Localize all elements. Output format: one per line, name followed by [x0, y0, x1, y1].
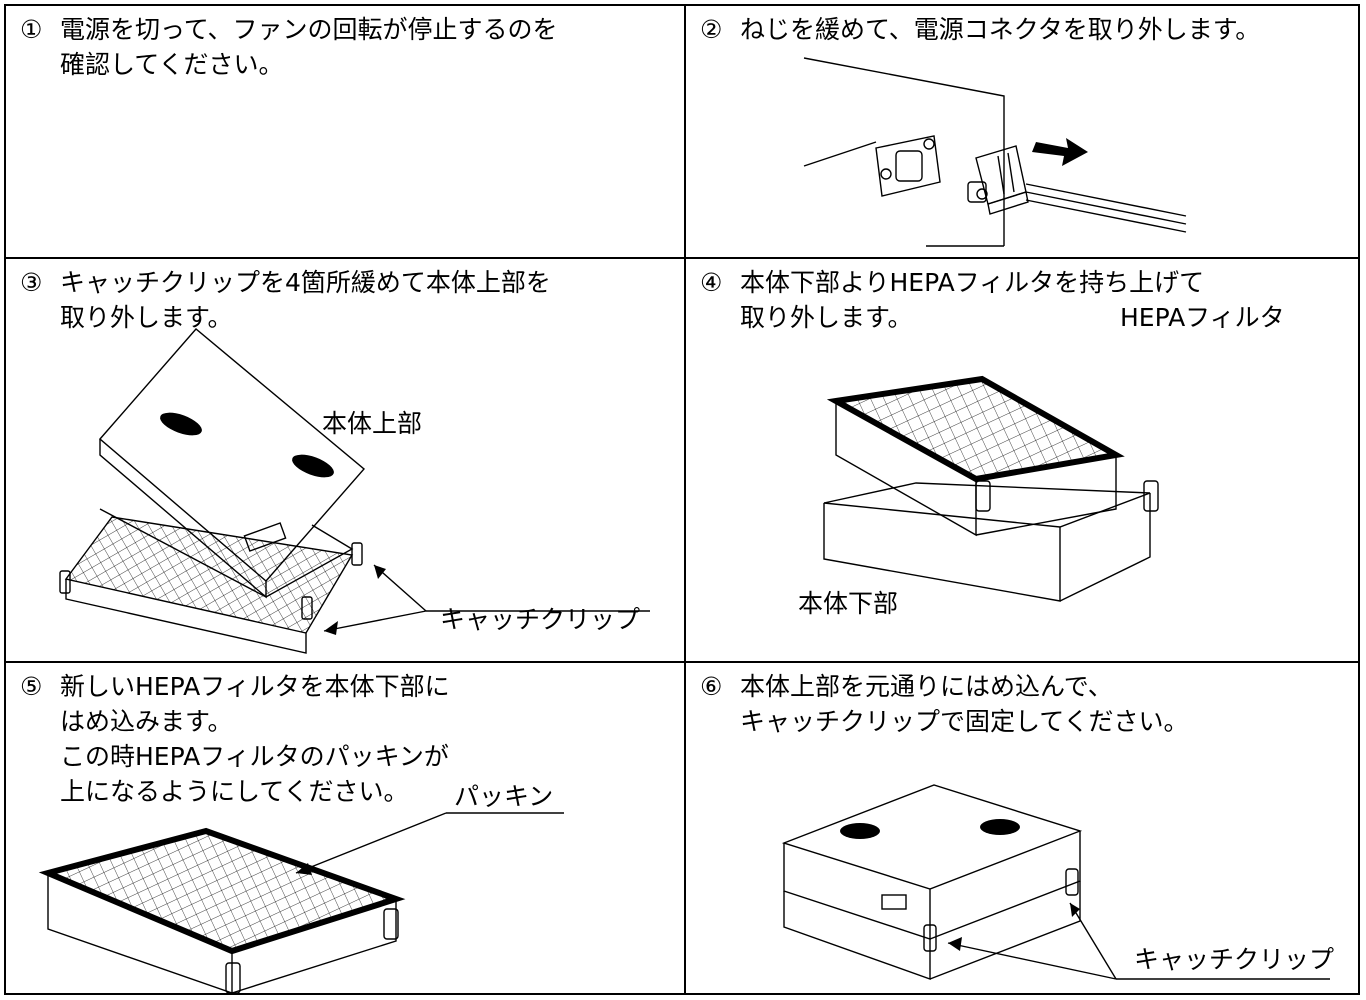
remove-hepa-filter-illustration [823, 375, 1159, 602]
column-divider [684, 6, 686, 993]
step-1-text: ① 電源を切って、ファンの回転が停止するのを 確認してください。 [20, 12, 558, 82]
step-2-number: ② [700, 15, 723, 44]
step-6-number: ⑥ [700, 672, 723, 701]
lower-body-label: 本体下部 [798, 589, 899, 618]
step-3-text: ③ キャッチクリップを4箇所緩めて本体上部を 取り外します。 [20, 265, 551, 335]
upper-body-label: 本体上部 [322, 409, 423, 438]
insert-new-filter-illustration [38, 812, 564, 994]
step-2-line-1: ねじを緩めて、電源コネクタを取り外します。 [740, 15, 1261, 44]
step-4-cell: ④ 本体下部よりHEPAフィルタを持ち上げて 取り外します。 HEPAフィルタ 本… [686, 259, 1360, 661]
step-3-cell: ③ キャッチクリップを4箇所緩めて本体上部を 取り外します。 [6, 259, 684, 661]
packing-label: パッキン [454, 782, 554, 811]
step-2-cell: ② ねじを緩めて、電源コネクタを取り外します。 [686, 6, 1360, 257]
step-5-line-4: 上になるようにしてください。 [60, 777, 409, 806]
step-6-line-1: 本体上部を元通りにはめ込んで、 [740, 672, 1113, 701]
catch-clip-label: キャッチクリップ [440, 605, 641, 634]
step-3-number: ③ [20, 268, 43, 297]
step-6-cell: ⑥ 本体上部を元通りにはめ込んで、 キャッチクリップで固定してください。 [686, 663, 1360, 995]
step-5-line-2: はめ込みます。 [60, 707, 233, 736]
step-2-text: ② ねじを緩めて、電源コネクタを取り外します。 [700, 12, 1260, 47]
step-5-line-1: 新しいHEPAフィルタを本体下部に [60, 672, 450, 701]
step-4-text: ④ 本体下部よりHEPAフィルタを持ち上げて 取り外します。 [700, 265, 1204, 335]
hepa-filter-label: HEPAフィルタ [1120, 303, 1285, 332]
step-5-line-3: この時HEPAフィルタのパッキンが [60, 742, 449, 771]
step-1-line-1: 電源を切って、ファンの回転が停止するのを [60, 15, 558, 44]
step-6-line-2: キャッチクリップで固定してください。 [740, 707, 1189, 736]
step-6-text: ⑥ 本体上部を元通りにはめ込んで、 キャッチクリップで固定してください。 [700, 669, 1189, 739]
row-divider-1 [6, 257, 1358, 259]
step-5-cell: ⑤ 新しいHEPAフィルタを本体下部に はめ込みます。 この時HEPAフィルタのパ… [6, 663, 684, 995]
step-3-line-2: 取り外します。 [60, 303, 233, 332]
reassembled-unit-illustration [781, 784, 1330, 980]
step-5-number: ⑤ [20, 672, 43, 701]
step-1-line-2: 確認してください。 [60, 50, 284, 79]
connector-removal-illustration [803, 57, 1187, 247]
step-5-text: ⑤ 新しいHEPAフィルタを本体下部に はめ込みます。 この時HEPAフィルタのパ… [20, 669, 450, 809]
step-3-line-1: キャッチクリップを4箇所緩めて本体上部を [60, 268, 551, 297]
step-4-line-2: 取り外します。 [740, 303, 913, 332]
remove-upper-body-illustration [59, 328, 650, 654]
instruction-table: ① 電源を切って、ファンの回転が停止するのを 確認してください。 ② ねじを緩めて、… [4, 4, 1360, 995]
step-4-line-1: 本体下部よりHEPAフィルタを持ち上げて [740, 268, 1205, 297]
catch-clip-label-step6: キャッチクリップ [1134, 945, 1335, 974]
row-divider-2 [6, 661, 1358, 663]
step-4-number: ④ [700, 268, 723, 297]
step-1-number: ① [20, 15, 43, 44]
step-1-cell: ① 電源を切って、ファンの回転が停止するのを 確認してください。 [6, 6, 684, 257]
